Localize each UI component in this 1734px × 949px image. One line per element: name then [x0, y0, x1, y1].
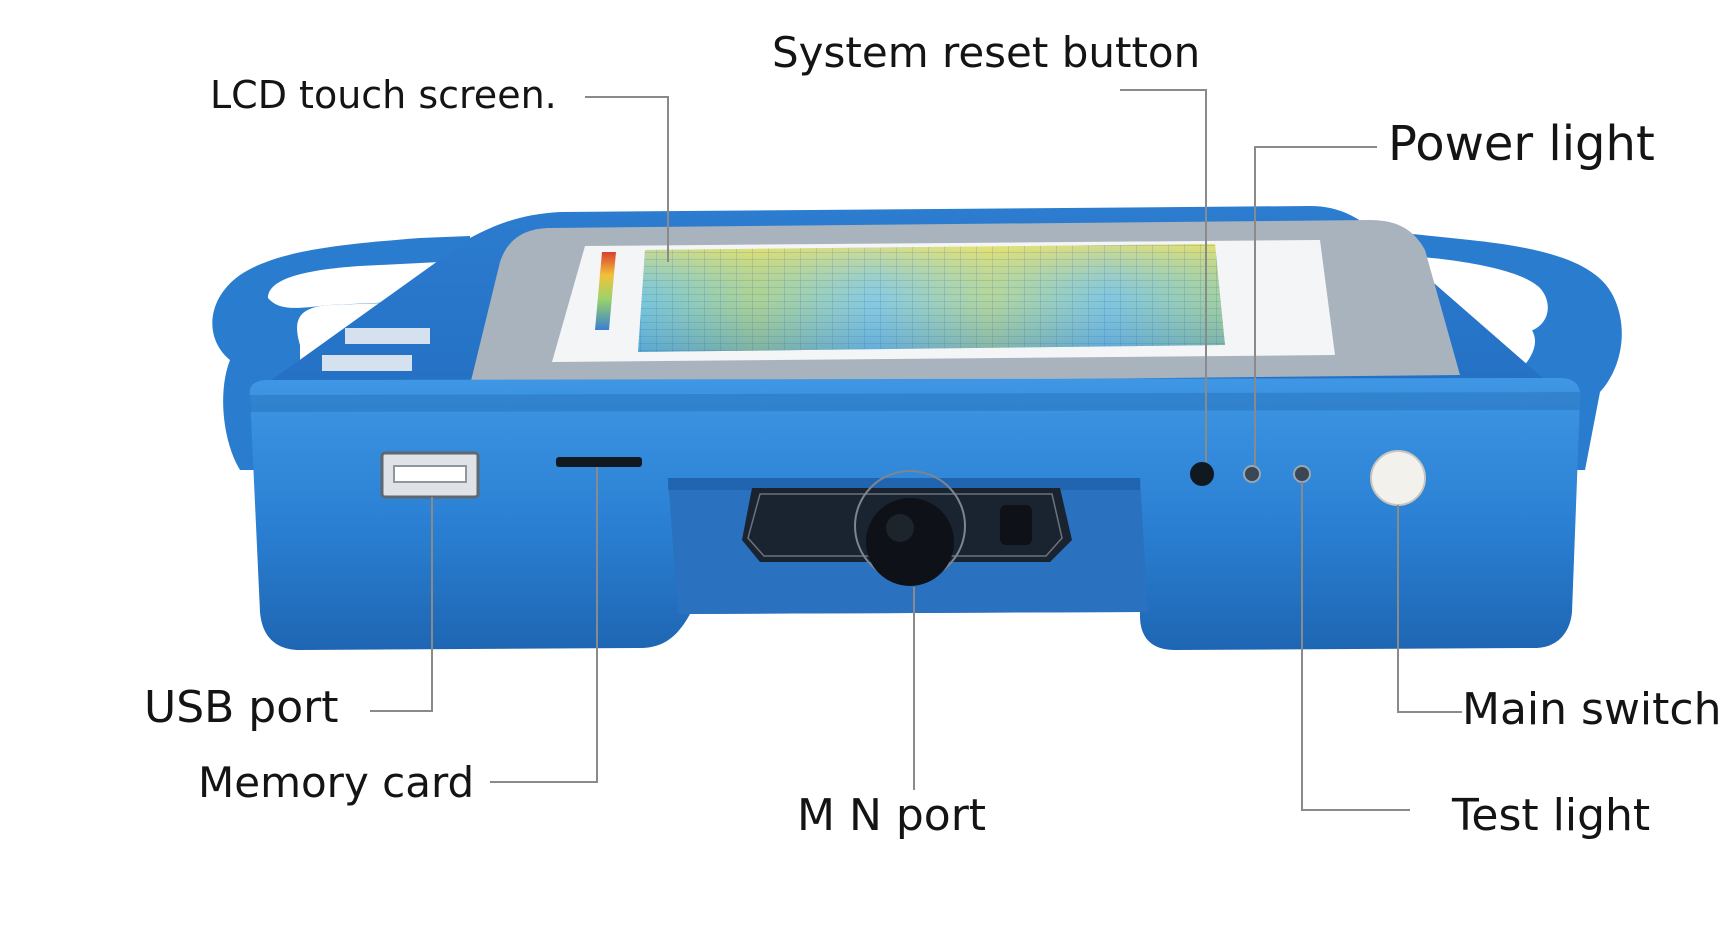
memory-card-slot: [556, 457, 642, 467]
leader-power-light: [1254, 146, 1377, 466]
test-light: [1293, 465, 1311, 483]
mn-port-connector: [866, 498, 954, 586]
leader-memory-card: [490, 467, 598, 783]
label-main-switch: Main switch: [1462, 684, 1722, 735]
main-switch[interactable]: [1370, 450, 1426, 506]
label-system-reset-button: System reset button: [772, 28, 1201, 77]
leader-system-reset-button: [1120, 89, 1207, 462]
label-lcd-touch-screen: LCD touch screen.: [210, 73, 557, 117]
label-usb-port: USB port: [144, 682, 339, 733]
label-power-light: Power light: [1388, 116, 1655, 172]
power-light: [1243, 465, 1261, 483]
system-reset-button[interactable]: [1190, 462, 1214, 486]
leader-lcd-touch-screen: [585, 96, 669, 262]
device: [212, 206, 1622, 650]
leader-usb-port: [370, 497, 433, 712]
leader-lines: [370, 89, 1462, 811]
label-mn-port: M N port: [797, 790, 987, 841]
sticker: [322, 355, 412, 371]
label-test-light: Test light: [1452, 790, 1651, 841]
sticker: [345, 328, 430, 344]
screen-color-scale: [595, 252, 616, 330]
label-memory-card: Memory card: [198, 758, 475, 807]
leader-test-light: [1301, 482, 1410, 811]
leader-main-switch: [1397, 505, 1462, 713]
